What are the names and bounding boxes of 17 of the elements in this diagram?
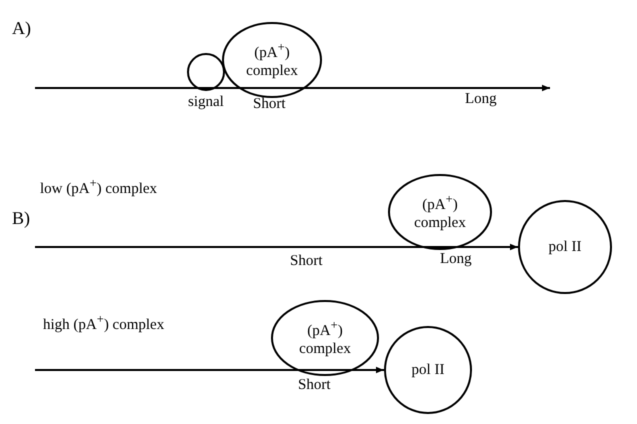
site-label: Short (253, 96, 286, 113)
arrow (35, 244, 518, 250)
node-label: (pA$^{+}$) complex (298, 318, 352, 358)
node-label: pol II (548, 238, 582, 256)
signal-label: signal (188, 94, 224, 111)
arrow (35, 366, 384, 374)
site-label: Short (298, 377, 331, 394)
site-label: Short (290, 253, 323, 270)
panel-letter: A) (12, 18, 31, 39)
node-label: (pA$^{+}$) complex (245, 40, 299, 80)
panel-letter: B) (12, 208, 30, 229)
node-label: pol II (410, 361, 446, 379)
condition-label: high (pA$^{+}$) complex (43, 312, 164, 334)
condition-label: low (pA$^{+}$) complex (40, 176, 158, 198)
node-label: (pA$^{+}$) complex (413, 192, 467, 232)
site-label: Long (440, 251, 472, 268)
site-label: Long (465, 91, 497, 108)
